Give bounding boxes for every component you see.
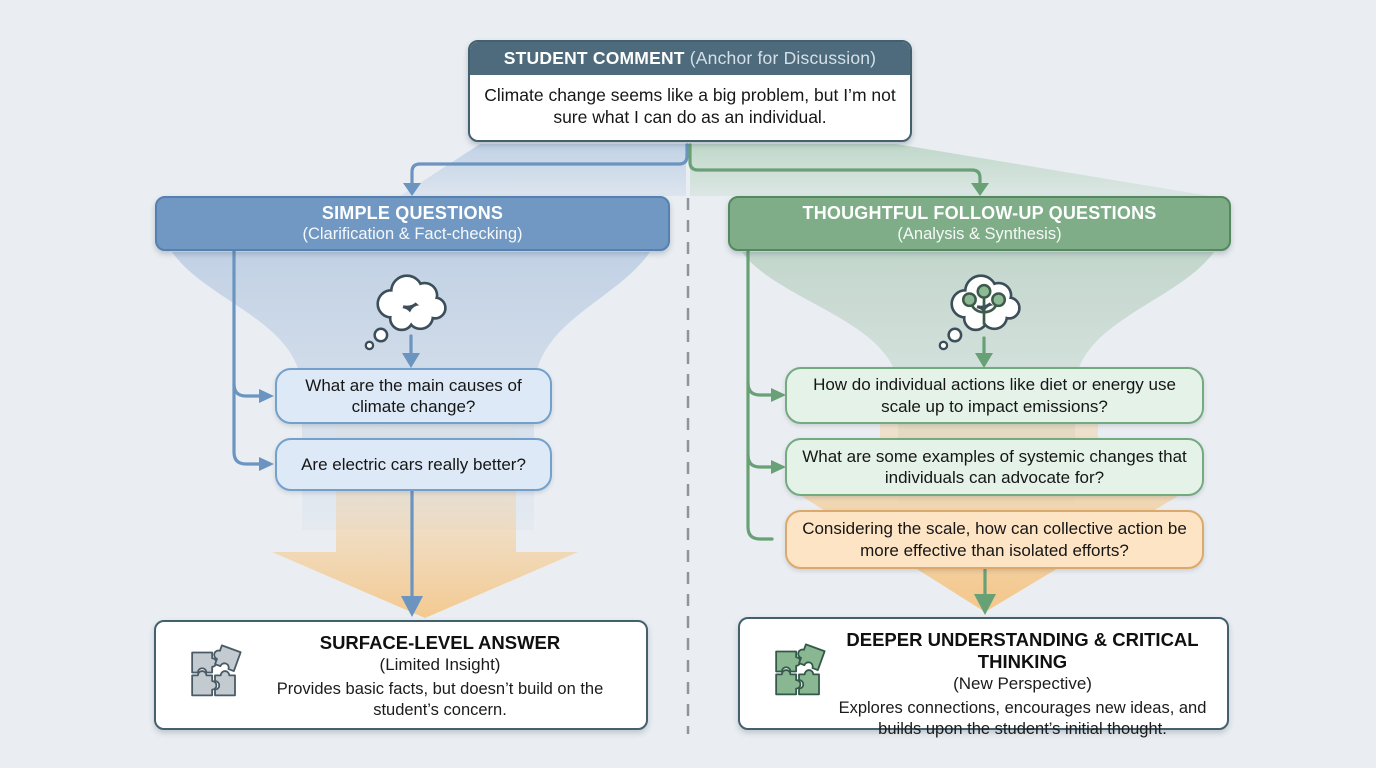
deeper-understanding-title: DEEPER UNDERSTANDING & CRITICAL THINKING <box>846 629 1199 672</box>
surface-level-answer-subtitle: (Limited Insight) <box>379 655 501 674</box>
surface-level-answer-title: SURFACE-LEVEL ANSWER <box>319 632 561 653</box>
simple-question-1-text: What are the main causes of climate chan… <box>305 375 522 416</box>
thought-cloud-icon <box>358 260 462 361</box>
student-comment-title: STUDENT COMMENT <box>503 48 685 68</box>
surface-level-answer-box: SURFACE-LEVEL ANSWER (Limited Insight) P… <box>154 620 648 730</box>
student-comment-text: Climate change seems like a big problem,… <box>484 85 896 128</box>
thoughtful-question-3-highlighted: Considering the scale, how can collectiv… <box>785 510 1204 569</box>
green-fan-shape <box>690 144 1210 196</box>
thoughtful-questions-header: THOUGHTFUL FOLLOW-UP QUESTIONS (Analysis… <box>728 196 1231 251</box>
simple-question-2-text: Are electric cars really better? <box>301 454 526 474</box>
simple-questions-header: SIMPLE QUESTIONS (Clarification & Fact-c… <box>155 196 670 251</box>
thoughtful-question-3-text: Considering the scale, how can collectiv… <box>802 519 1187 560</box>
deeper-understanding-box: DEEPER UNDERSTANDING & CRITICAL THINKING… <box>738 617 1229 738</box>
idea-branching-cloud-icon <box>932 260 1036 361</box>
blue-fan-shape <box>400 144 686 196</box>
simple-question-1: What are the main causes of climate chan… <box>275 368 552 424</box>
thoughtful-question-1-text: How do individual actions like diet or e… <box>813 375 1176 416</box>
simple-questions-title: SIMPLE QUESTIONS <box>321 203 504 223</box>
student-comment-header: STUDENT COMMENT (Anchor for Discussion) <box>470 42 910 75</box>
student-comment-box: STUDENT COMMENT (Anchor for Discussion) … <box>468 40 912 142</box>
student-comment-subtitle: (Anchor for Discussion) <box>689 48 877 68</box>
thoughtful-question-2: What are some examples of systemic chang… <box>785 438 1204 496</box>
deeper-understanding-description: Explores connections, encourages new ide… <box>838 699 1207 738</box>
thoughtful-questions-title: THOUGHTFUL FOLLOW-UP QUESTIONS <box>802 203 1157 223</box>
puzzle-pieces-icon-green <box>766 641 832 706</box>
simple-questions-subtitle: (Clarification & Fact-checking) <box>302 225 523 243</box>
puzzle-pieces-icon-gray <box>182 643 248 708</box>
surface-level-answer-description: Provides basic facts, but doesn’t build … <box>276 680 604 719</box>
thoughtful-questions-subtitle: (Analysis & Synthesis) <box>897 225 1062 243</box>
thoughtful-question-1: How do individual actions like diet or e… <box>785 367 1204 424</box>
simple-question-2: Are electric cars really better? <box>275 438 552 491</box>
deeper-understanding-subtitle: (New Perspective) <box>953 674 1092 693</box>
thoughtful-question-2-text: What are some examples of systemic chang… <box>802 446 1187 487</box>
